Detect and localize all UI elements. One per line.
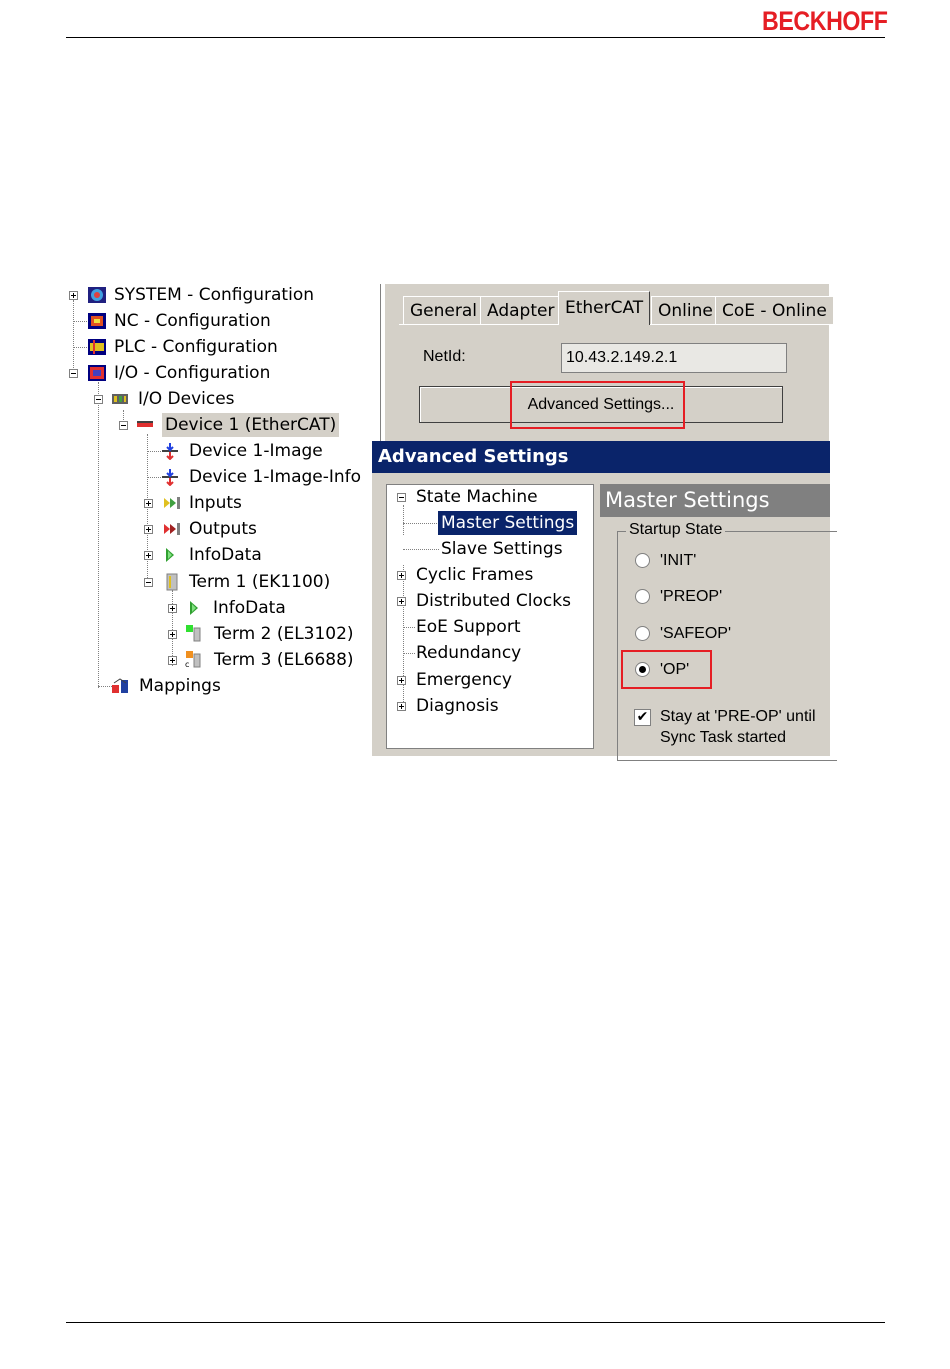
tab-coe-online[interactable]: CoE - Online (715, 296, 833, 324)
tree-label: I/O Devices (138, 389, 235, 409)
highlight-op-radio (621, 650, 712, 689)
stay-preop-label: Stay at 'PRE-OP' until (660, 708, 816, 725)
mappings-icon (112, 678, 128, 693)
startup-state-group (617, 531, 837, 761)
footer-rule (66, 1322, 885, 1323)
radio-preop[interactable] (635, 589, 650, 604)
tree-label: Inputs (189, 493, 242, 513)
radio-op-label: 'OP' (660, 661, 690, 678)
dialog-title-bar: Advanced Settings (372, 441, 830, 473)
ethercat-device-icon (137, 421, 153, 427)
expand-icon[interactable] (69, 291, 78, 300)
radio-safeop-label: 'SAFEOP' (660, 625, 732, 642)
tree-label: Term 1 (EK1100) (189, 572, 331, 592)
tab-ethercat[interactable]: EtherCAT (558, 291, 651, 325)
expand-icon[interactable] (144, 551, 153, 560)
tab-label: Online (658, 301, 713, 321)
radio-init-label: 'INIT' (660, 552, 697, 569)
tab-label: EtherCAT (565, 298, 644, 318)
netid-field[interactable]: 10.43.2.149.2.1 (561, 343, 787, 373)
tree-label: InfoData (189, 545, 262, 565)
plc-config-icon (88, 339, 106, 355)
master-settings-header: Master Settings (600, 484, 830, 517)
tree-label: Outputs (189, 519, 257, 539)
header-rule (66, 37, 885, 38)
tree-label: Term 3 (EL6688) (214, 650, 354, 670)
startup-state-label: Startup State (626, 521, 726, 539)
collapse-icon[interactable] (397, 493, 406, 502)
inputs-icon (164, 497, 180, 509)
stay-preop-checkbox[interactable]: ✔ (634, 709, 651, 726)
tree-label: Device 1 (EtherCAT) (162, 413, 340, 437)
tab-label: General (410, 301, 477, 321)
tree-label: Slave Settings (441, 539, 563, 559)
nc-config-icon (88, 313, 106, 329)
terminal-green-icon (186, 625, 201, 642)
expand-icon[interactable] (397, 597, 406, 606)
tree-label: Cyclic Frames (416, 565, 534, 585)
image-icon (162, 443, 178, 460)
tree-label: I/O - Configuration (114, 363, 271, 383)
tab-adapter[interactable]: Adapter (480, 296, 562, 324)
tree-label: Redundancy (416, 643, 522, 663)
expand-icon[interactable] (168, 656, 177, 665)
tab-online[interactable]: Online (651, 296, 720, 324)
tab-label: CoE - Online (722, 301, 827, 321)
checkmark-icon: ✔ (636, 709, 649, 725)
tree-label: SYSTEM - Configuration (114, 285, 314, 305)
expand-icon[interactable] (144, 525, 153, 534)
radio-preop-label: 'PREOP' (660, 588, 723, 605)
collapse-icon[interactable] (69, 369, 78, 378)
radio-op[interactable] (635, 662, 650, 677)
tree-label: Device 1-Image-Info (189, 467, 362, 487)
tree-label: Mappings (139, 676, 221, 696)
infodata-icon (166, 548, 174, 562)
advanced-settings-button[interactable]: Advanced Settings... (419, 386, 783, 423)
image-info-icon (162, 469, 178, 486)
tree-label: Diagnosis (416, 696, 499, 716)
project-tree (60, 282, 360, 702)
terminal-orange-icon: c (185, 651, 201, 668)
outputs-icon (164, 523, 180, 535)
expand-icon[interactable] (397, 702, 406, 711)
tree-label: EoE Support (416, 617, 521, 637)
tree-label: Emergency (416, 670, 512, 690)
tab-label: Adapter (487, 301, 555, 321)
tab-general[interactable]: General (403, 296, 484, 324)
tree-label: InfoData (213, 598, 286, 618)
svg-text:c: c (185, 660, 189, 668)
tree-label: Master Settings (438, 511, 578, 535)
collapse-icon[interactable] (144, 578, 153, 587)
system-config-icon (88, 287, 106, 303)
infodata-icon (190, 601, 198, 615)
tree-label: Term 2 (EL3102) (214, 624, 354, 644)
expand-icon[interactable] (397, 676, 406, 685)
io-config-icon (88, 365, 106, 381)
io-devices-icon (112, 394, 128, 404)
collapse-icon[interactable] (119, 421, 128, 430)
expand-icon[interactable] (168, 630, 177, 639)
tree-label: Device 1-Image (189, 441, 323, 461)
stay-preop-label-line2: Sync Task started (660, 729, 786, 746)
expand-icon[interactable] (144, 499, 153, 508)
expand-icon[interactable] (397, 571, 406, 580)
tree-label: State Machine (416, 487, 538, 507)
expand-icon[interactable] (168, 604, 177, 613)
collapse-icon[interactable] (94, 395, 103, 404)
beckhoff-logo: BECKHOFF (762, 6, 888, 36)
terminal-icon (166, 573, 178, 591)
radio-init[interactable] (635, 553, 650, 568)
tree-label: NC - Configuration (114, 311, 271, 331)
radio-safeop[interactable] (635, 626, 650, 641)
tree-label: PLC - Configuration (114, 337, 278, 357)
tree-label: Distributed Clocks (416, 591, 571, 611)
netid-label: NetId: (423, 348, 466, 365)
highlight-advanced-button (510, 381, 685, 429)
